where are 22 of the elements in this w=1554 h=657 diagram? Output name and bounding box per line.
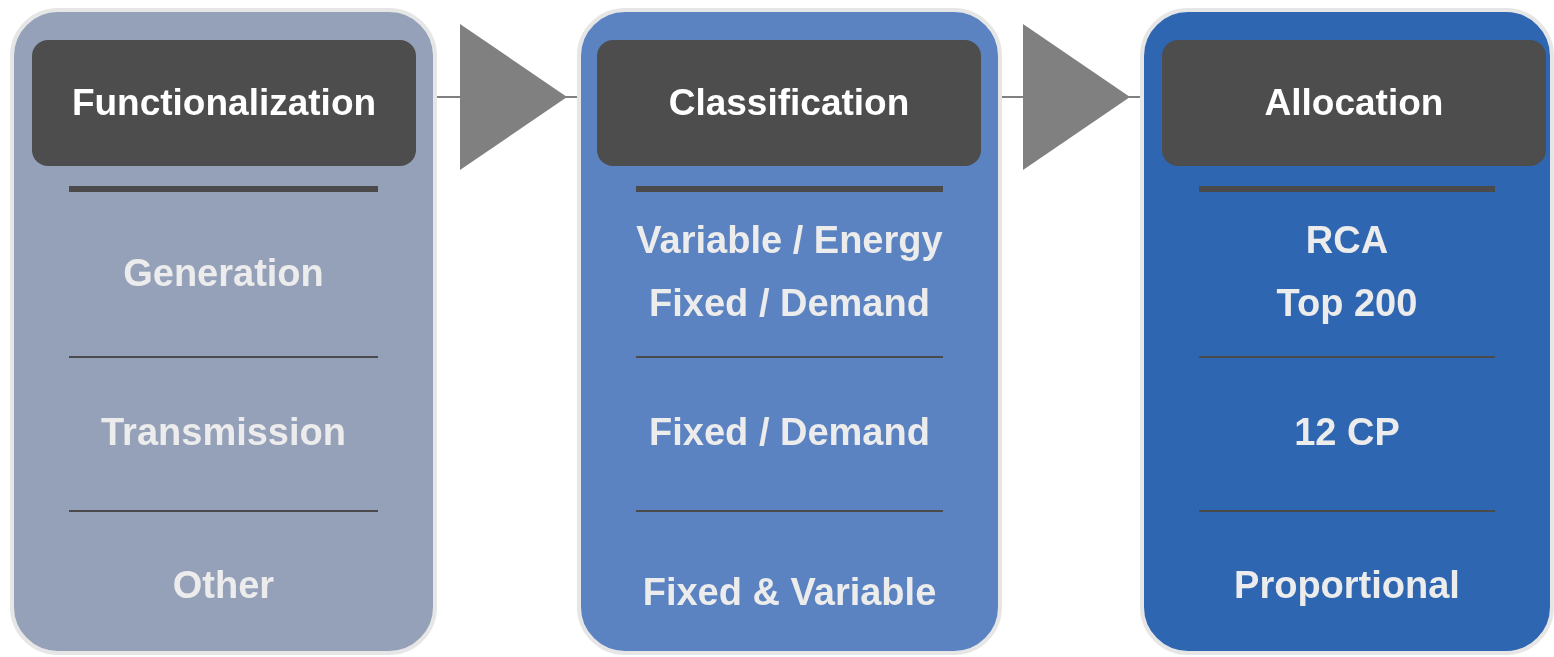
step-title: Classification: [668, 82, 910, 124]
item-label: RCA: [1305, 218, 1389, 262]
step-title: Allocation: [1264, 82, 1444, 124]
item-label: Fixed / Demand: [649, 410, 930, 454]
step-title: Functionalization: [71, 82, 377, 124]
item-label: Generation: [123, 251, 324, 295]
item-label: Proportional: [1234, 563, 1460, 607]
item-label: 12 CP: [1294, 410, 1400, 454]
step-panel: [577, 8, 1002, 655]
item-label: Transmission: [101, 410, 346, 454]
step-header: [597, 40, 981, 166]
item-label: Other: [172, 563, 275, 607]
step-panel: [10, 8, 437, 655]
chevron-arrow: [1001, 24, 1141, 170]
item-label: Fixed / Demand: [649, 281, 930, 325]
step-panel: [1140, 8, 1554, 655]
item-label: Variable / Energy: [636, 218, 943, 262]
step-header: [1162, 40, 1546, 166]
step-header: [32, 40, 416, 166]
item-label: Top 200: [1276, 281, 1418, 325]
item-label: Fixed & Variable: [642, 570, 937, 614]
chevron-arrow: [436, 24, 578, 170]
